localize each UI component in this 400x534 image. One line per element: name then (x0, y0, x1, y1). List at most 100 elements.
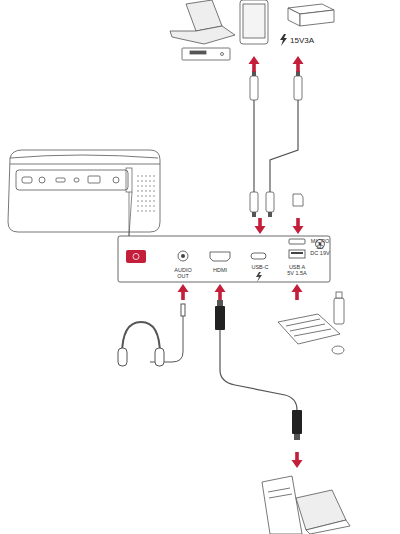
usb-dongle (336, 292, 342, 298)
projector (74, 178, 79, 182)
laptop (170, 0, 235, 44)
port-label: MICRO SD (307, 238, 333, 250)
computer (262, 476, 302, 534)
projector (113, 177, 119, 183)
projector (149, 180, 151, 182)
hdmi-cable (217, 300, 223, 306)
usb-cables (266, 192, 274, 212)
port-label: USB-C (248, 264, 272, 270)
projector (88, 176, 100, 183)
projector (145, 185, 147, 187)
port-label: DC 19V (310, 250, 330, 256)
direction-arrow (255, 218, 266, 234)
port-label: AUDIO OUT (168, 267, 198, 279)
projector (141, 200, 143, 202)
usb-cables (294, 76, 302, 100)
direction-arrow (178, 56, 304, 468)
projector (56, 178, 65, 182)
projector (145, 195, 147, 197)
projector (141, 210, 143, 212)
headphones (122, 322, 160, 355)
hdmi-cable (292, 410, 302, 434)
projector (145, 210, 147, 212)
port-panel: AUDIO OUT HDMI USB-C USB A 5V 1.5A MICRO SDD… (118, 236, 330, 282)
direction-arrow (178, 284, 189, 300)
projector (137, 180, 139, 182)
phone (243, 4, 265, 38)
port-label: HDMI (210, 267, 230, 273)
projector (137, 200, 139, 202)
headphone-cable (181, 304, 185, 316)
usb-dongle (334, 292, 344, 324)
projector (141, 180, 143, 182)
projector (141, 175, 143, 177)
projector (145, 175, 147, 177)
hdmi-cable (220, 330, 297, 410)
port-panel (178, 251, 188, 261)
usb-cables (253, 100, 254, 192)
projector (137, 175, 139, 177)
port-label: USB A 5V 1.5A (286, 264, 308, 276)
projector (149, 190, 151, 192)
projector (141, 190, 143, 192)
port-panel (251, 253, 266, 259)
port-panel (181, 254, 185, 258)
direction-arrow (292, 284, 303, 300)
laptop (170, 26, 235, 44)
direction-arrow (293, 56, 304, 72)
projector (10, 164, 160, 165)
power-symbol (280, 34, 287, 46)
computer (262, 476, 350, 534)
callout-leader (126, 168, 132, 236)
headphones (155, 348, 164, 366)
sd-card (293, 194, 303, 206)
port-panel (118, 236, 330, 282)
power-symbol (280, 34, 287, 46)
phone (240, 0, 268, 44)
media-player (190, 51, 206, 54)
usb-cables (250, 76, 258, 100)
projector (137, 185, 139, 187)
projector (149, 210, 151, 212)
port-panel (210, 252, 230, 261)
headphones (118, 348, 127, 366)
projector (39, 177, 45, 183)
usb-cables (268, 212, 272, 217)
voltage-label: 15V3A (288, 36, 316, 45)
projector (22, 177, 32, 183)
projector (149, 185, 151, 187)
projector (149, 195, 151, 197)
keyboard (278, 314, 340, 344)
usb-cables (250, 192, 258, 212)
power-bank (300, 10, 334, 26)
projector (8, 150, 160, 232)
projector (137, 195, 139, 197)
callout-leader (129, 192, 132, 236)
projector (145, 180, 147, 182)
media-player (182, 48, 230, 60)
media-player (182, 48, 230, 60)
hdmi-cable (294, 434, 300, 440)
callout-leader (126, 168, 132, 192)
projector (145, 205, 147, 207)
projector (153, 175, 155, 177)
projector (137, 210, 139, 212)
projector (141, 205, 143, 207)
direction-arrow (292, 452, 303, 468)
usb-dongle (334, 298, 344, 324)
keyboard (332, 346, 344, 354)
keyboard (286, 319, 331, 336)
port-panel (118, 236, 330, 282)
projector (153, 185, 155, 187)
projector (149, 175, 151, 177)
projector (10, 155, 158, 158)
port-panel (133, 254, 139, 260)
power-bank (288, 4, 334, 26)
projector (153, 180, 155, 182)
port-panel (126, 250, 146, 263)
sd-card (293, 194, 303, 206)
usb-cables (270, 100, 298, 192)
projector (141, 185, 143, 187)
